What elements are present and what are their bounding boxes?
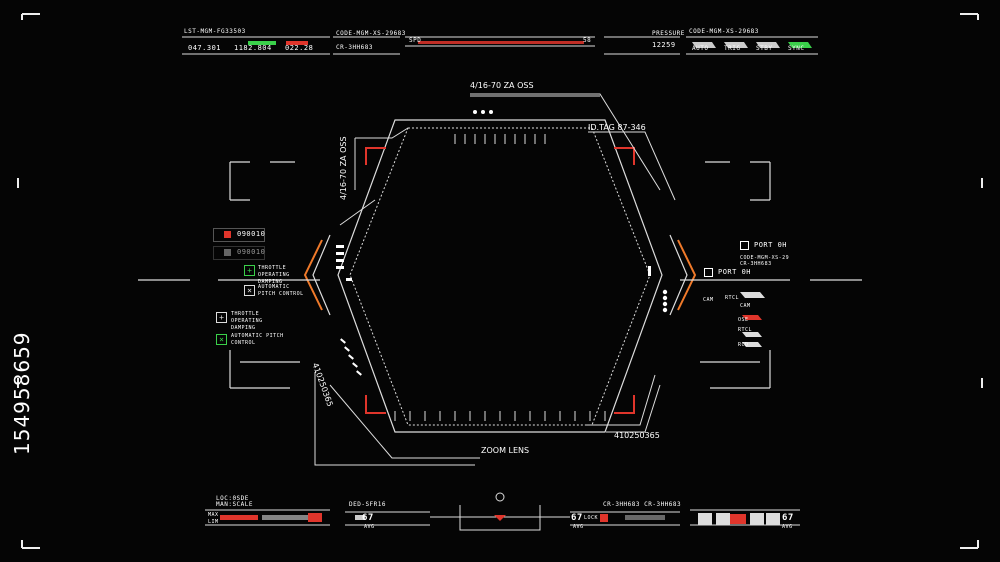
orange-chevrons [303, 239, 697, 311]
port-icon-1 [740, 241, 749, 250]
id-tag: ID.TAG 87-346 [588, 123, 646, 132]
corner-markers [17, 13, 983, 549]
right-label-ose: OSE [738, 317, 749, 323]
plus-icon: + [219, 313, 224, 322]
avg-label-3: AVG [782, 524, 793, 530]
right-label-cam-1: CAM [703, 297, 714, 303]
record-row-1: 090010 [213, 228, 265, 242]
port-label-2: PORT 0H [718, 268, 752, 276]
watermark-id: 154958659 [10, 331, 34, 455]
red-brackets [365, 147, 635, 414]
bottom-left-label-1: LOC:0SDE [216, 495, 249, 502]
status-sync: SYNC [788, 45, 805, 52]
right-panel-chevrons [740, 292, 765, 347]
top-bar-lines [182, 36, 818, 55]
top-gauge-green [248, 41, 276, 45]
right-code-2: CR-3HH683 [740, 261, 772, 267]
option-check-4[interactable]: × [216, 334, 227, 345]
option-label-4: AUTOMATIC PITCH CONTROL [231, 333, 284, 346]
right-hex-marks [648, 266, 668, 313]
bottom-gauges [220, 513, 665, 522]
top-left-value-2: 1182.804 [234, 44, 272, 52]
option-check-2[interactable]: × [244, 285, 255, 296]
right-label-rcd: RCD [738, 342, 749, 348]
spd-label: SPD [409, 37, 422, 44]
top-tag: 4/16-70 ZA OSS [470, 81, 534, 90]
port-icon-2 [704, 268, 713, 277]
avg-value-1: 67 [362, 513, 374, 523]
option-label-3: THROTTLE OPERATING DAMPING [231, 311, 263, 331]
zoom-pointer [494, 515, 506, 521]
top-right-code: CODE-MGM-XS-29683 [689, 28, 759, 35]
record-grey-icon [224, 249, 231, 256]
right-label-cam-2: CAM [740, 303, 751, 309]
right-label-rtcl-2: RTCL [738, 327, 753, 333]
right-code-1: CODE-MGM-XS-29 [740, 255, 790, 261]
leader-lines [314, 93, 676, 466]
top-gauge-red [286, 41, 308, 45]
option-label-2: AUTOMATIC PITCH CONTROL [258, 284, 304, 297]
zoom-lens-label: ZOOM LENS [481, 446, 530, 455]
bottom-right-code: CR-3HH683 CR-3HH683 [603, 501, 682, 508]
max-label: MAX [208, 512, 219, 518]
avg-value-2: 67 [571, 513, 583, 523]
spd-bar [418, 41, 584, 44]
spd-value: 58 [583, 37, 592, 44]
top-mid-code-2: CR-3HH683 [336, 44, 374, 51]
port-label-1: PORT 0H [754, 241, 788, 249]
top-status-tabs [692, 42, 812, 48]
status-auto: AUTO [692, 45, 709, 52]
pressure-value: 12259 [652, 41, 676, 49]
white-chevrons [312, 234, 688, 316]
avg-value-3: 67 [782, 513, 794, 523]
plus-icon: + [247, 266, 252, 275]
record-value-1: 090010 [237, 230, 266, 238]
option-check-1[interactable]: + [244, 265, 255, 276]
bottom-mid-code: DED-SFR16 [349, 501, 387, 508]
record-red-icon [224, 231, 231, 238]
status-stby: STBY [756, 45, 773, 52]
top-left-value-3: 022.28 [285, 44, 314, 52]
top-mid-code-1: CODE-MGM-XS-29683 [336, 30, 406, 37]
right-label-rtcl-1: RTCL [725, 295, 740, 301]
option-label-1: THROTTLE OPERATING DAMPING [258, 265, 290, 285]
avg-label-1: AVG [364, 524, 375, 530]
left-hex-bars [336, 245, 362, 376]
left-vertical-tag: 4/16-70 ZA OSS [339, 136, 348, 200]
record-row-2: 090010 [213, 246, 265, 260]
top-left-code: LST-MGM-FG33503 [184, 28, 246, 35]
top-left-value-1: 047.301 [188, 44, 222, 52]
lock-label: LOCK [584, 515, 599, 521]
option-check-3[interactable]: + [216, 312, 227, 323]
bottom-right-blocks [698, 513, 780, 525]
zoom-marker [430, 492, 570, 531]
close-icon: × [247, 286, 252, 295]
pressure-label: PRESSURE [652, 30, 685, 37]
bottom-left-label-2: MAN:SCALE [216, 501, 254, 508]
status-trig: TRIG [724, 45, 741, 52]
avg-label-2: AVG [573, 524, 584, 530]
lim-label: LIM [208, 519, 219, 525]
close-icon: × [219, 335, 224, 344]
hex-ticks [394, 134, 606, 421]
bottom-right-number: 410250365 [614, 431, 660, 440]
hexagon-frame [337, 119, 663, 433]
hex-dots [473, 110, 493, 114]
record-value-2: 090010 [237, 248, 266, 256]
side-brackets [138, 161, 862, 389]
